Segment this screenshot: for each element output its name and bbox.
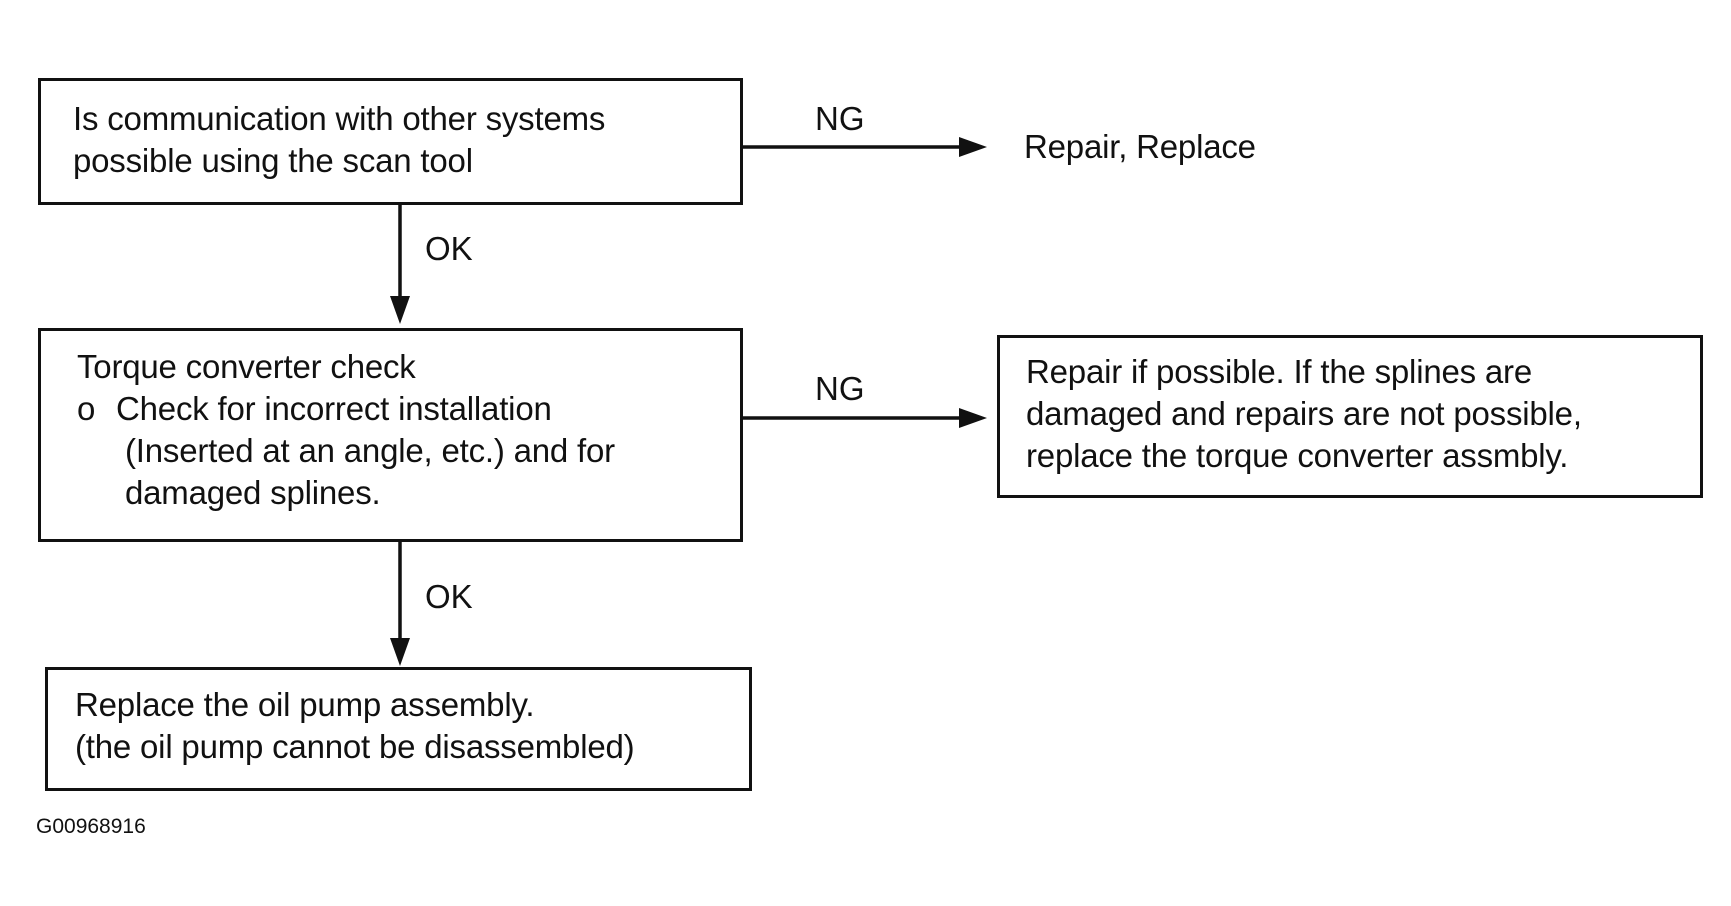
node-q2-line3: (Inserted at an angle, etc.) and for [125, 432, 615, 469]
node-repair-splines: Repair if possible. If the splines are d… [997, 335, 1703, 498]
node-q2-line4: damaged splines. [125, 474, 381, 511]
node-repair-replace: Repair, Replace [1024, 128, 1256, 165]
edge-label-q2-ng: NG [815, 370, 865, 407]
node-q1-line2: possible using the scan tool [73, 142, 473, 179]
node-r2-line1: Repair if possible. If the splines are [1026, 353, 1532, 390]
edge-q2-ng-arrowhead [959, 408, 987, 428]
node-final-line2: (the oil pump cannot be disassembled) [75, 728, 635, 765]
node-q2-line2: Check for incorrect installation [116, 390, 552, 427]
figure-code: G00968916 [36, 815, 146, 838]
edge-q1-ng-arrowhead [959, 137, 987, 157]
node-r2-line3: replace the torque converter assmbly. [1026, 437, 1569, 474]
node-final-line1: Replace the oil pump assembly. [75, 686, 535, 723]
edge-label-q1-ok: OK [425, 230, 473, 267]
node-q2-bullet: o [77, 390, 96, 427]
node-replace-oil-pump: Replace the oil pump assembly. (the oil … [45, 667, 752, 791]
edge-q2-ok-arrowhead [390, 638, 410, 666]
node-q2-title: Torque converter check [77, 348, 416, 385]
edge-q1-ok-arrowhead [390, 296, 410, 324]
node-scan-tool-communication: Is communication with other systems poss… [38, 78, 743, 205]
node-r2-line2: damaged and repairs are not possible, [1026, 395, 1582, 432]
edge-label-q2-ok: OK [425, 578, 473, 615]
edge-label-q1-ng: NG [815, 100, 865, 137]
node-q1-line1: Is communication with other systems [73, 100, 606, 137]
node-torque-converter-check: Torque converter check o Check for incor… [38, 328, 743, 542]
